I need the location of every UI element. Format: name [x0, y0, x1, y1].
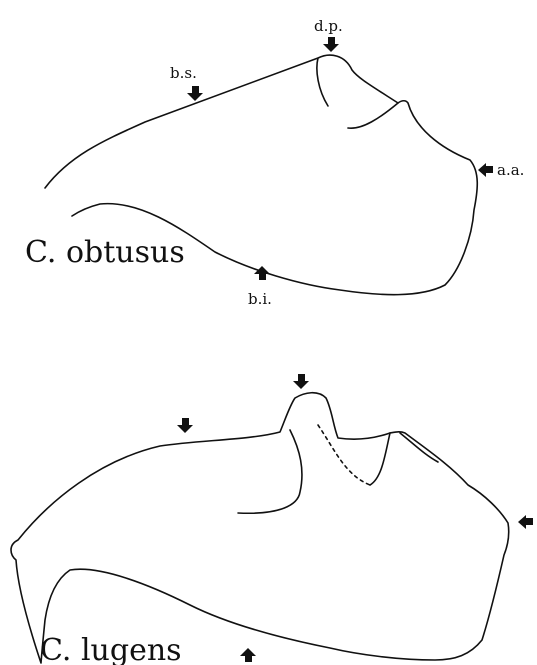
lugens-outline: [11, 393, 509, 663]
species-name-obtusus: C. obtusus: [25, 235, 185, 270]
obtusus-inner-ridge: [348, 103, 398, 128]
specimen-lugens: C. lugens: [11, 374, 533, 665]
lugens-inner-ridge-dashed: [318, 425, 370, 485]
arrow-lugens-anterior-angle: [518, 515, 533, 529]
arrow-anterior-angle: [478, 163, 493, 177]
arrow-lugens-basal-inferior: [240, 648, 256, 662]
arrow-basal-inferior: [254, 266, 270, 280]
lugens-inner-ridge: [370, 433, 390, 485]
label-bs: b.s.: [170, 64, 197, 82]
arrow-lugens-basal-superior: [177, 418, 193, 433]
label-bi: b.i.: [248, 290, 272, 308]
lugens-process-inner-edge: [238, 430, 302, 513]
arrow-lugens-dorsal-process: [293, 374, 309, 389]
species-name-lugens: C. lugens: [40, 633, 182, 665]
arrow-basal-superior: [187, 86, 203, 101]
arrow-dorsal-process: [323, 37, 339, 52]
lugens-facet-line: [400, 433, 438, 462]
label-aa: a.a.: [497, 161, 524, 179]
label-dp: d.p.: [314, 17, 343, 35]
specimen-obtusus: d.p. b.s. a.a. b.i. C. obtusus: [25, 17, 524, 308]
